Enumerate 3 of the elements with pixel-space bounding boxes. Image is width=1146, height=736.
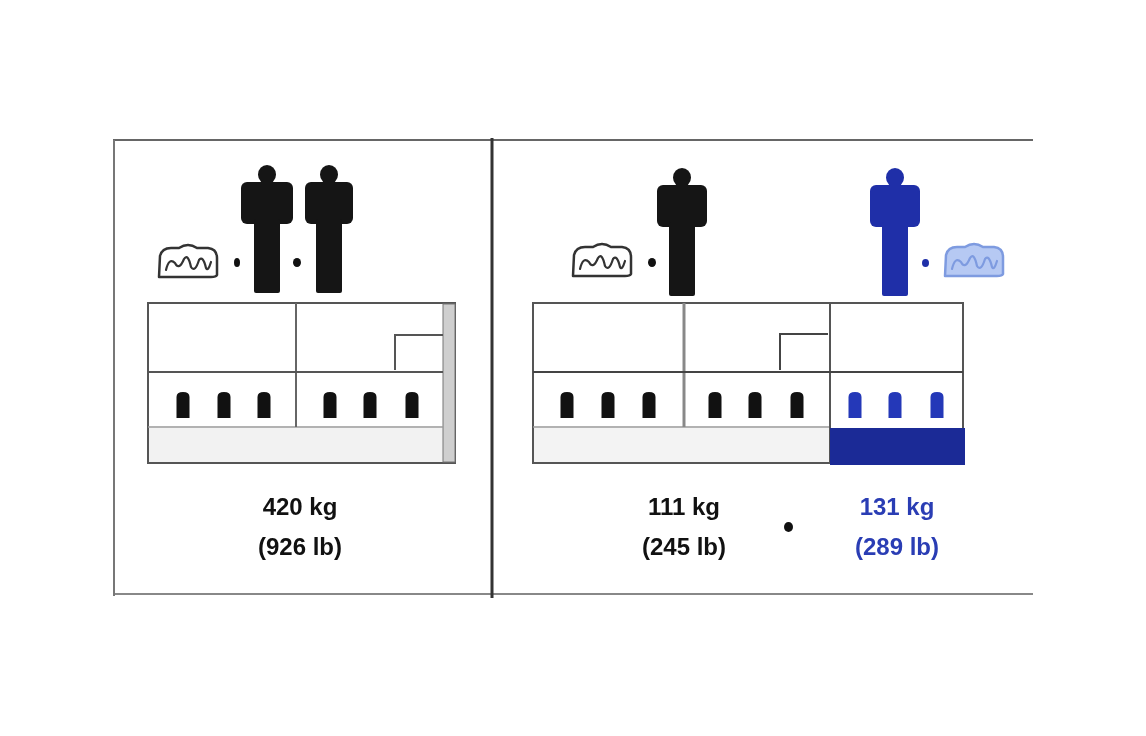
weight-label: 420 kg (926 lb) — [257, 492, 343, 562]
weight-label: 111 kg (245 lb) — [641, 492, 727, 562]
weight-label: 131 kg (289 lb) — [854, 492, 940, 562]
